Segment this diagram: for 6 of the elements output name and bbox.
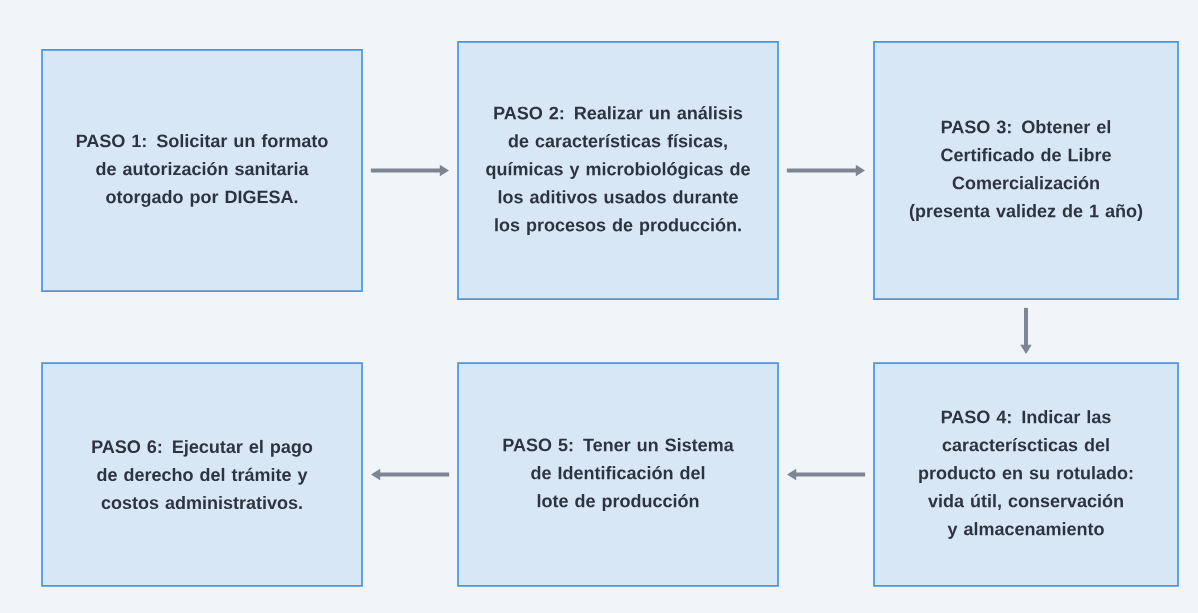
- step-box: PASO 3: Obtener el Certificado de Libre Comercialización (presenta validez de 1 año): [873, 41, 1179, 300]
- step-box: PASO 5: Tener un Sistema de Identificación del lote de producción: [457, 362, 779, 587]
- step-box: PASO 2: Realizar un análisis de características físicas, químicas y microbiológicas de los aditivos usados durante los procesos de producción.: [457, 41, 779, 300]
- step-box: PASO 4: Indicar las caracteríscticas del producto en su rotulado: vida útil, conservación y almacenamiento: [873, 362, 1179, 587]
- step-box: PASO 1: Solicitar un formato de autorización sanitaria otorgado por DIGESA.: [41, 49, 363, 292]
- step-box: PASO 6: Ejecutar el pago de derecho del trámite y costos administrativos.: [41, 362, 363, 587]
